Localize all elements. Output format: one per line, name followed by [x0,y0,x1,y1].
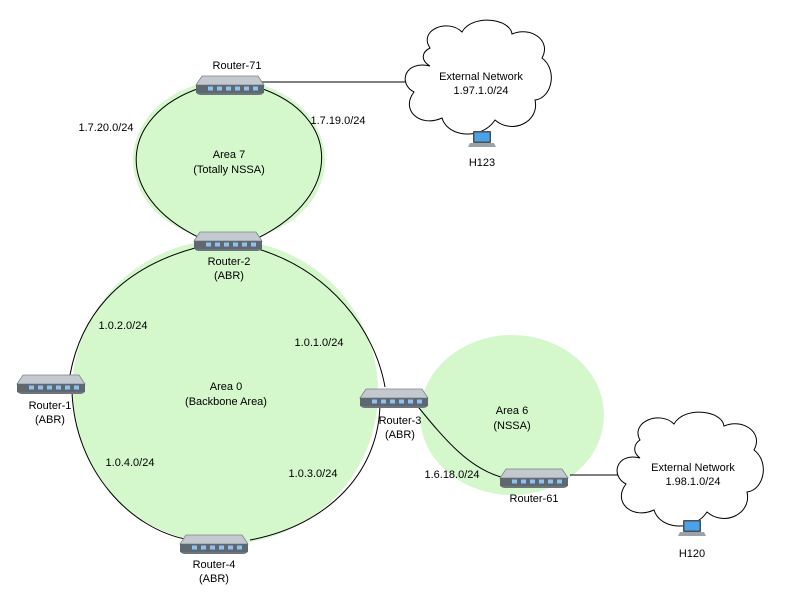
router-icon [179,534,249,555]
network-1-0-2-label: 1.0.2.0/24 [99,320,148,332]
router-4-role: (ABR) [199,573,229,585]
router-icon [499,468,569,489]
external-network-1-cloud: External Network 1.97.1.0/24 [404,19,552,135]
external-network-1-name: External Network [439,71,523,83]
router-4-name: Router-4 [193,559,236,571]
network-1-7-19-label: 1.7.19.0/24 [310,115,365,127]
area-7-zone [133,80,325,240]
router-61-name: Router-61 [510,493,559,505]
area-7-type: (Totally NSSA) [193,164,265,176]
area-6-label: Area 6 (NSSA) [493,405,530,432]
router-3[interactable]: Router-3 (ABR) [359,388,429,441]
area-7-label: Area 7 (Totally NSSA) [193,149,265,176]
router-icon [16,374,86,395]
router-icon [195,75,265,96]
router-1-role: (ABR) [35,414,65,426]
external-network-2-subnet: 1.98.1.0/24 [665,476,720,488]
area-0-label: Area 0 (Backbone Area) [185,381,267,408]
external-network-2-name: External Network [651,462,735,474]
router-icon [193,231,263,252]
host-h120-label: H120 [679,548,705,560]
external-network-2-cloud: External Network 1.98.1.0/24 [616,411,764,527]
external-network-1-subnet: 1.97.1.0/24 [453,85,508,97]
area-6-zone [420,335,604,495]
link-1-0-2 [69,247,196,376]
router-2[interactable]: Router-2 (ABR) [193,231,263,282]
area-7-name: Area 7 [213,149,245,161]
link-1-7-20 [135,87,201,239]
router-1[interactable]: Router-1 (ABR) [16,374,86,426]
router-61[interactable]: Router-61 [499,468,569,505]
network-1-0-1-label: 1.0.1.0/24 [295,337,344,349]
link-1-0-4 [71,391,191,541]
router-2-role: (ABR) [214,270,244,282]
link-1-0-3 [249,401,381,541]
area-0-name: Area 0 [210,381,242,393]
network-1-0-4-label: 1.0.4.0/24 [106,457,155,469]
host-h120[interactable]: H120 [678,520,706,560]
link-1-0-1 [254,247,386,388]
host-h123[interactable]: H123 [468,131,496,169]
link-1-6-18 [414,402,506,479]
router-3-role: (ABR) [385,429,415,441]
router-2-name: Router-2 [208,256,251,268]
area-0-zone [72,240,378,544]
area-0-type: (Backbone Area) [185,396,267,408]
router-icon [359,388,429,409]
area-6-type: (NSSA) [493,420,530,432]
network-1-7-20-label: 1.7.20.0/24 [78,122,133,134]
router-3-name: Router-3 [379,415,422,427]
router-4[interactable]: Router-4 (ABR) [179,534,249,585]
network-1-0-3-label: 1.0.3.0/24 [289,468,338,480]
router-71[interactable]: Router-71 [195,60,265,96]
router-71-name: Router-71 [213,60,262,72]
host-h123-label: H123 [469,157,495,169]
network-labels: 1.7.20.0/24 1.7.19.0/24 1.0.2.0/24 1.0.1… [78,115,479,481]
link-1-7-19 [257,87,322,239]
router-1-name: Router-1 [29,400,72,412]
network-1-6-18-label: 1.6.18.0/24 [424,469,479,481]
area-6-name: Area 6 [496,405,528,417]
